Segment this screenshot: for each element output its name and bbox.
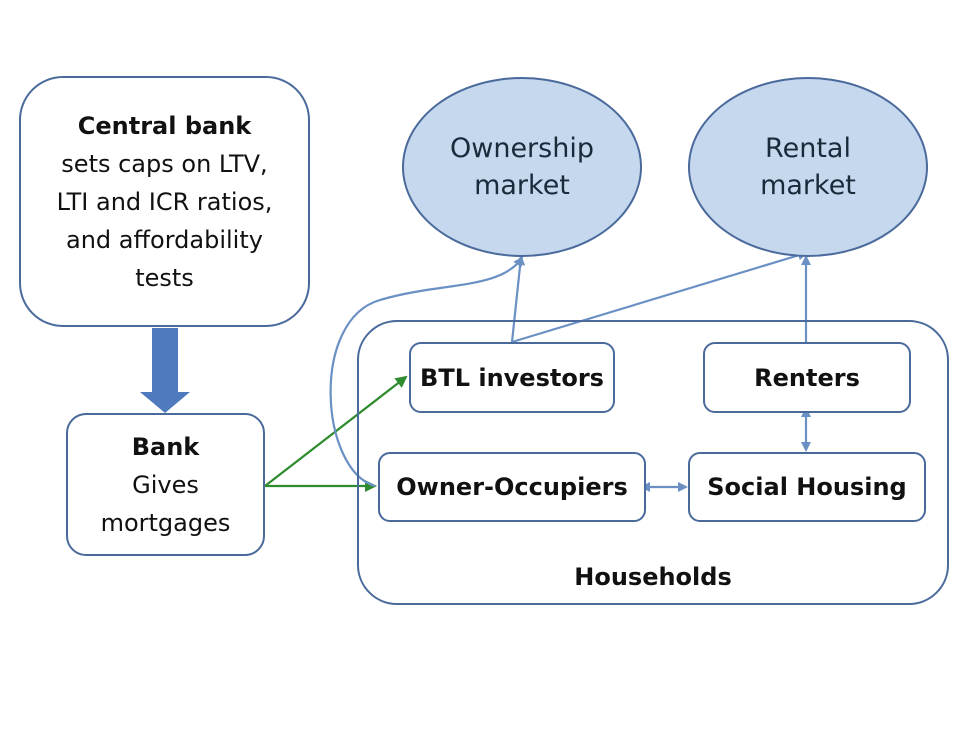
owner-occupiers-label: Owner-Occupiers — [396, 473, 628, 501]
central-bank-line-2: LTI and ICR ratios, — [56, 187, 273, 216]
renters-label: Renters — [754, 363, 860, 392]
renters-box: Renters — [703, 342, 911, 413]
bank-line-1: Gives — [132, 470, 199, 499]
central-bank-line-4: tests — [135, 263, 194, 292]
households-container: Households — [357, 320, 949, 605]
rental-market-line-2: market — [760, 170, 856, 201]
rental-market-line-1: Rental — [765, 133, 851, 164]
bank-box: Bank Gives mortgages — [66, 413, 265, 556]
central-bank-title: Central bank — [77, 111, 252, 140]
owner-to-ownership-arrow — [329, 256, 524, 488]
central-bank-box: Central bank sets caps on LTV, LTI and I… — [19, 76, 310, 327]
btl-investors-label: BTL investors — [420, 363, 604, 392]
bank-title: Bank — [131, 432, 200, 461]
btl-to-ownership-arrow — [510, 255, 526, 343]
ownership-market-line-2: market — [474, 170, 570, 201]
households-label: Households — [574, 563, 732, 591]
social-housing-box: Social Housing — [688, 452, 926, 522]
central-bank-line-1: sets caps on LTV, — [61, 149, 268, 178]
central-bank-line-3: and affordability — [66, 225, 263, 254]
ownership-market-ellipse: Ownership market — [402, 77, 642, 257]
btl-to-rental-arrow — [511, 250, 808, 344]
ownership-market-line-1: Ownership — [450, 133, 594, 164]
social-housing-label: Social Housing — [707, 473, 907, 501]
owner-occupiers-box: Owner-Occupiers — [378, 452, 646, 522]
rental-market-ellipse: Rental market — [688, 77, 928, 257]
btl-investors-box: BTL investors — [409, 342, 615, 413]
bank-line-2: mortgages — [100, 508, 231, 537]
central-to-bank-arrow — [140, 328, 190, 413]
